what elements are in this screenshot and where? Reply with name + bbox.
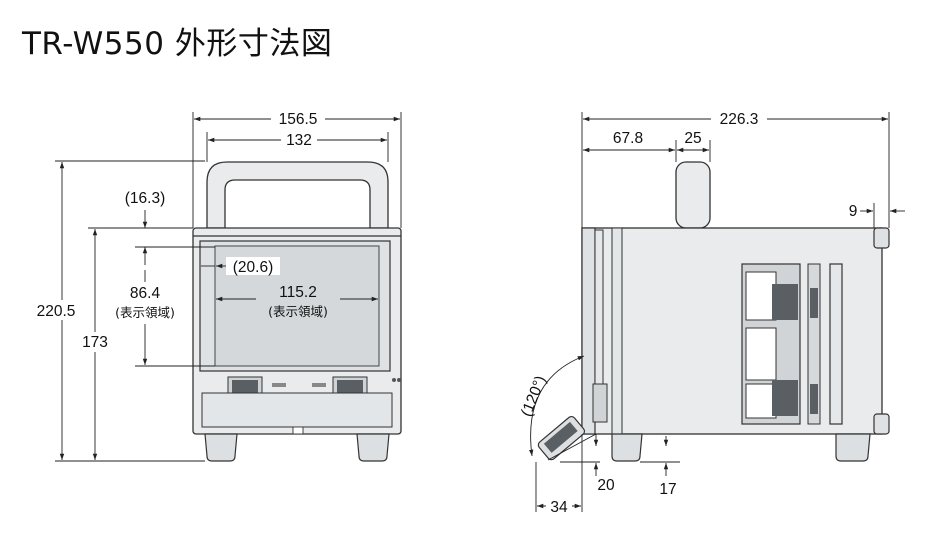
dim-front-body-height: 173	[82, 334, 108, 351]
front-view: 156.5 132 220.5 173 (16.3) 86.4 (表示領域) (…	[30, 110, 402, 462]
dim-front-top-offset: (16.3)	[125, 190, 166, 207]
dim-front-display-height-note: (表示領域)	[115, 305, 175, 320]
dim-side-tilt-depth: 34	[550, 499, 568, 516]
dim-side-overall-depth: 226.3	[720, 111, 759, 128]
dim-front-overall-width: 156.5	[279, 111, 318, 128]
dim-side-rear-offset: 9	[849, 203, 858, 220]
side-handle-post	[675, 161, 711, 229]
dim-front-left-offset: (20.6)	[233, 259, 274, 276]
side-foot-rear	[835, 433, 871, 462]
front-foot-right	[356, 433, 390, 462]
dim-side-foot-height-front: 20	[597, 477, 615, 494]
side-foot-front	[611, 433, 643, 462]
dim-front-display-width-note: (表示領域)	[268, 304, 328, 319]
side-tilt-stand	[537, 415, 586, 461]
dim-front-display-height: 86.4	[130, 285, 161, 302]
side-view: 226.3 67.8 25 9 (120°) 20 17 34	[518, 110, 905, 516]
page-title: TR-W550 外形寸法図	[22, 26, 333, 62]
dim-front-overall-height: 220.5	[37, 303, 76, 320]
dim-side-tilt-angle: (120°)	[518, 373, 550, 419]
front-handle	[206, 161, 389, 229]
dim-side-handle-offset: 67.8	[613, 130, 643, 147]
dim-side-foot-height-rear: 17	[659, 481, 676, 498]
dim-front-handle-width: 132	[286, 132, 312, 149]
side-rear-bumper	[873, 227, 890, 249]
dim-side-handle-width: 25	[684, 130, 701, 147]
front-lower-panel	[201, 392, 393, 428]
front-foot-left	[204, 433, 238, 462]
dim-front-display-width: 115.2	[279, 284, 317, 301]
